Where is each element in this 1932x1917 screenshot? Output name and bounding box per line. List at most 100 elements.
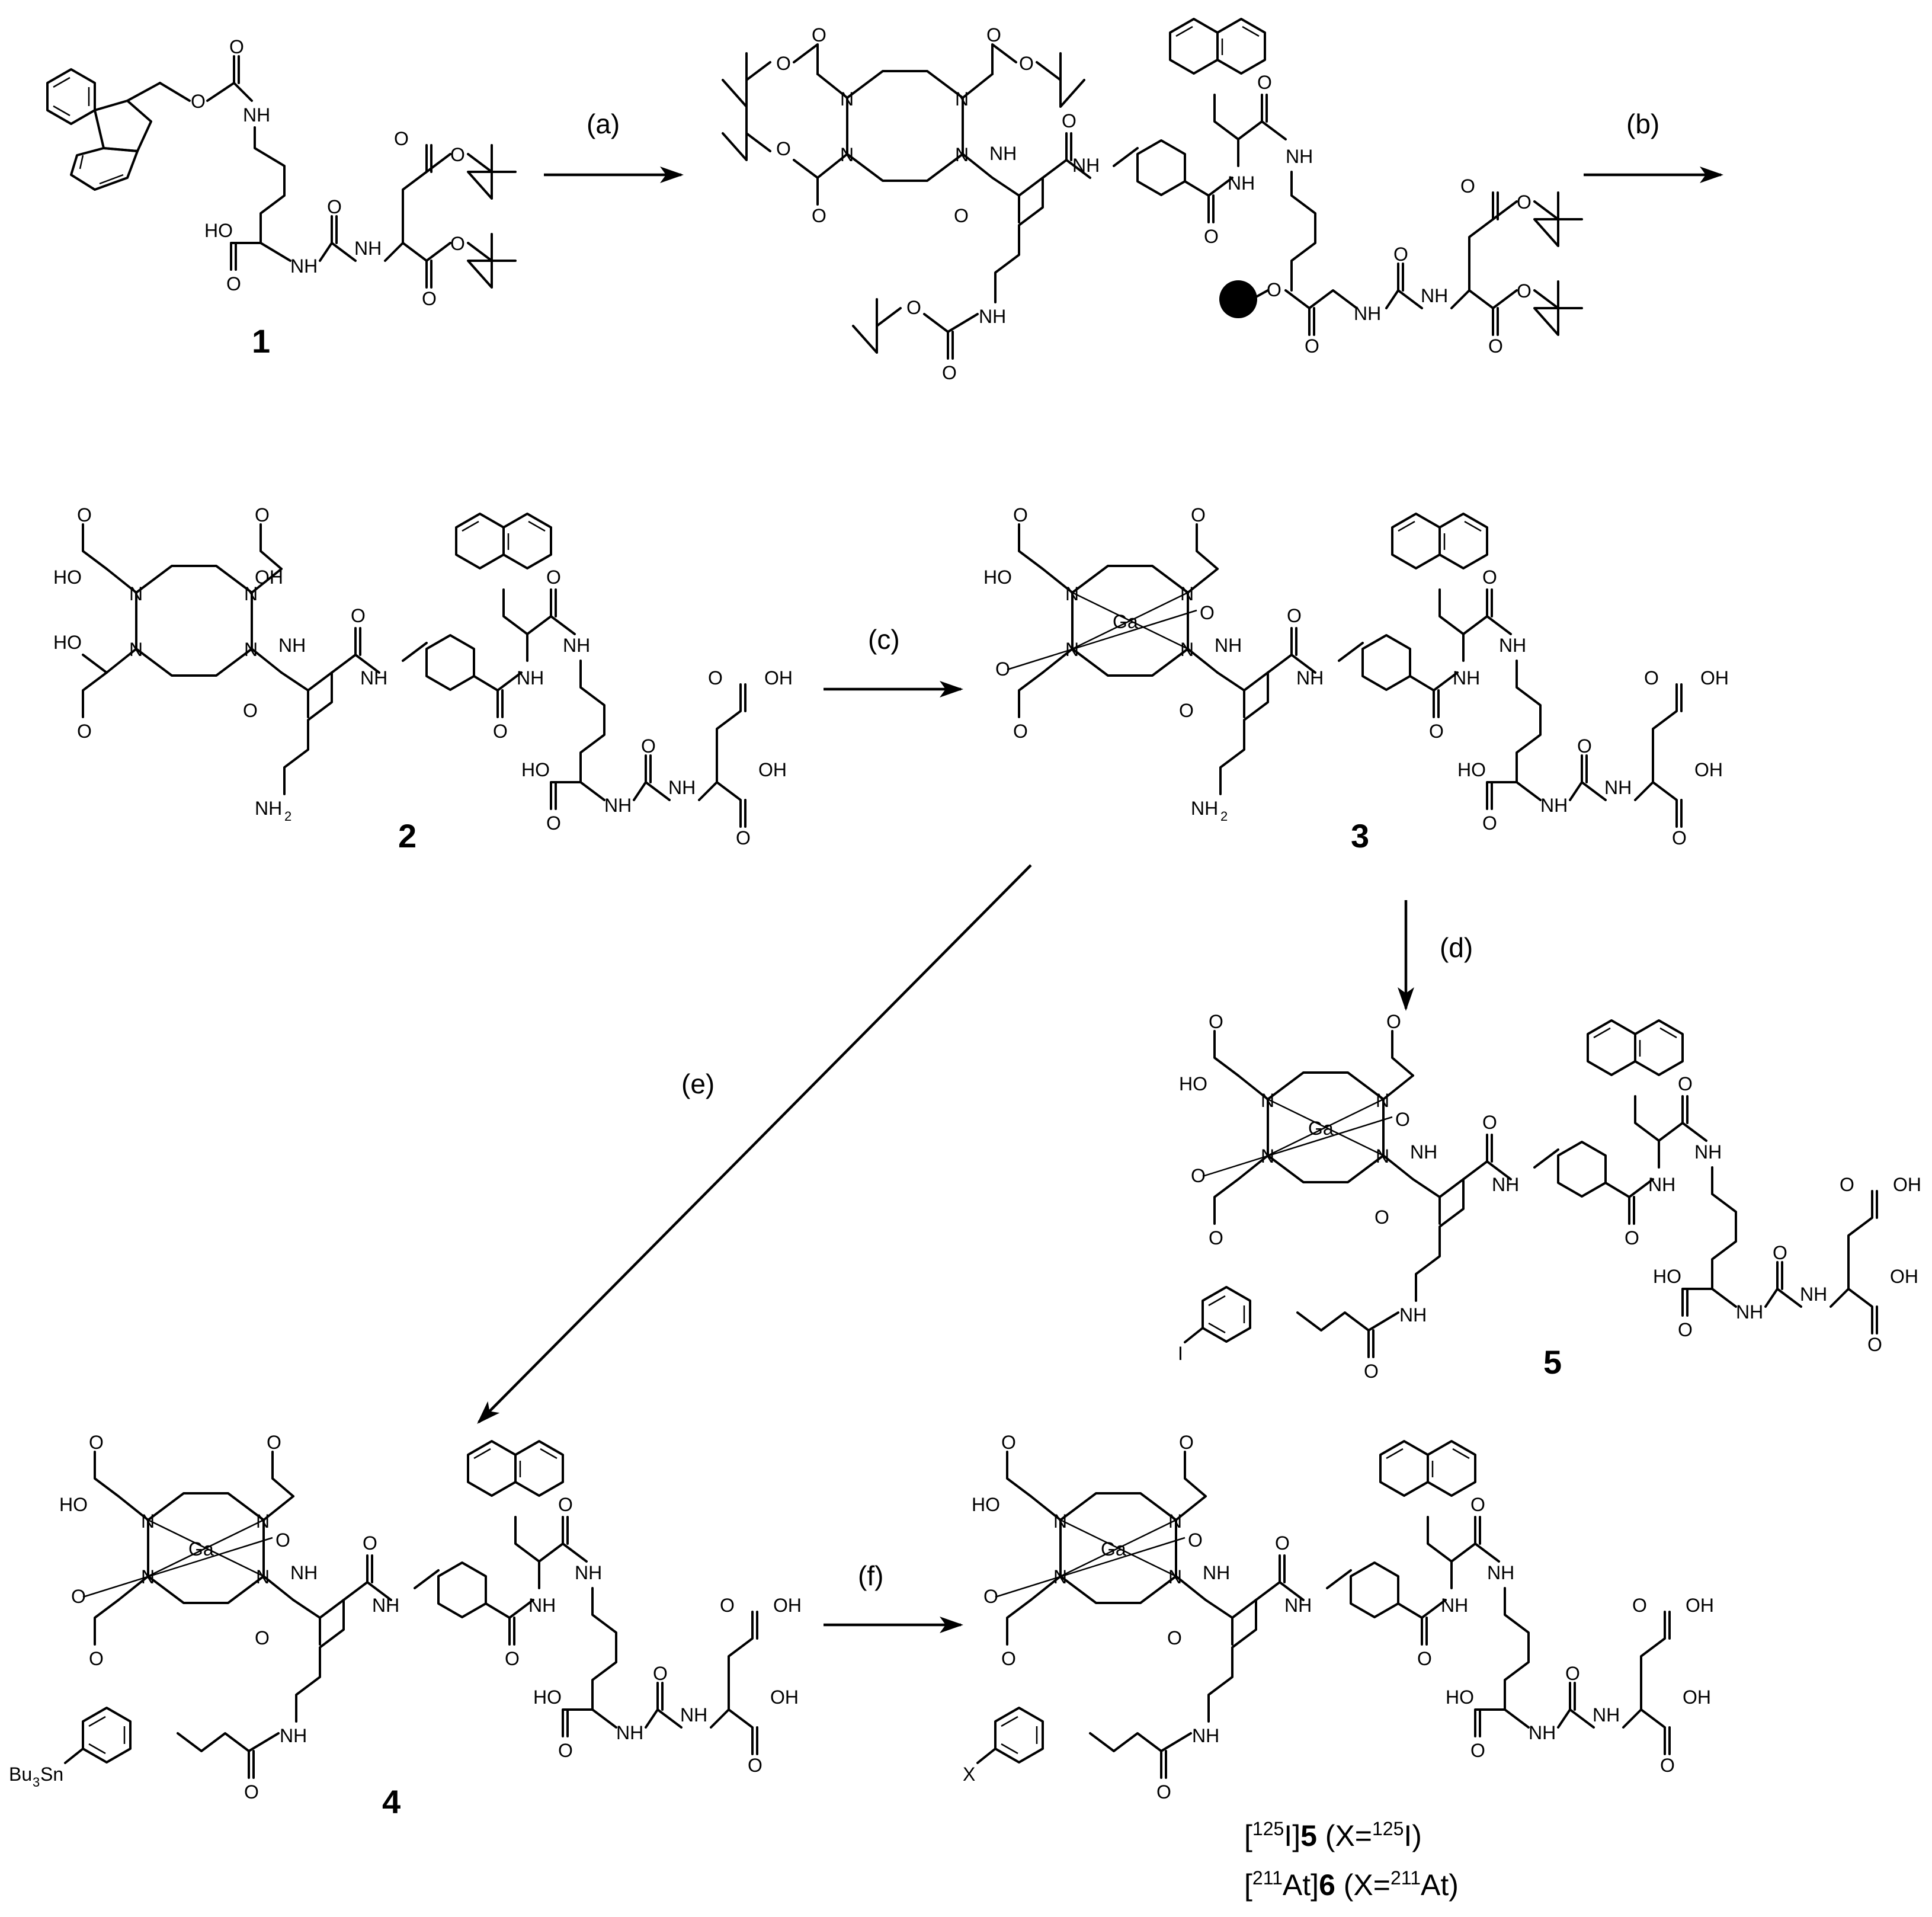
- atom-o: O: [394, 128, 409, 149]
- atom-nh: NH: [1800, 1284, 1827, 1305]
- atom-nh2-sub: 2: [284, 809, 291, 824]
- atom-nh: NH: [979, 306, 1006, 327]
- atom-n: N: [129, 583, 143, 604]
- atom-o: O: [1188, 1529, 1203, 1551]
- atom-o: O: [1013, 721, 1028, 742]
- caption-part: At): [1421, 1868, 1459, 1902]
- atom-nh: NH: [1694, 1141, 1722, 1163]
- compound-label-4: 4: [382, 1783, 401, 1820]
- atom-nh: NH: [360, 667, 387, 689]
- atom-o: O: [1204, 226, 1219, 247]
- atom-n: N: [1261, 1090, 1274, 1111]
- atom-o: O: [1417, 1648, 1432, 1669]
- atom-o: O: [776, 53, 791, 74]
- atom-o: O: [1470, 1494, 1485, 1515]
- atom-o: O: [1482, 812, 1497, 834]
- atom-o: O: [812, 24, 826, 46]
- atom-o: O: [422, 288, 437, 309]
- atom-oh: OH: [764, 667, 793, 689]
- atom-o: O: [641, 735, 656, 757]
- atom-nh: NH: [1529, 1722, 1556, 1743]
- atom-ho: HO: [59, 1494, 88, 1515]
- caption-part: I): [1404, 1819, 1422, 1852]
- atom-o: O: [1001, 1432, 1016, 1453]
- atom-o: O: [942, 362, 957, 383]
- atom-o: O: [505, 1648, 520, 1669]
- atom-o: O: [1460, 175, 1475, 197]
- caption-isotope: 125: [1372, 1818, 1404, 1839]
- step-label-c: (c): [868, 624, 900, 655]
- atom-nh: NH: [1736, 1301, 1763, 1323]
- caption-part: I]: [1284, 1819, 1300, 1852]
- atom-n: N: [1065, 583, 1079, 604]
- caption-part: [: [1244, 1819, 1252, 1852]
- atom-o: O: [653, 1663, 668, 1684]
- atom-o: O: [1644, 667, 1659, 689]
- step-label-e: (e): [681, 1068, 715, 1099]
- atom-nh: NH: [616, 1722, 643, 1743]
- atom-nh: NH: [517, 667, 544, 689]
- atom-o: O: [1867, 1334, 1882, 1355]
- atom-o: O: [1625, 1227, 1639, 1249]
- atom-oh: OH: [758, 759, 787, 780]
- atom-o: O: [1660, 1755, 1675, 1776]
- atom-ho: HO: [1179, 1073, 1207, 1094]
- atom-o: O: [748, 1755, 762, 1776]
- caption-part: At]: [1283, 1868, 1319, 1902]
- atom-o: O: [736, 827, 751, 849]
- atom-o: O: [1577, 735, 1592, 757]
- atom-o: O: [812, 205, 826, 226]
- atom-o: O: [1840, 1174, 1854, 1195]
- atom-nh: NH: [1203, 1562, 1230, 1583]
- atom-ho: HO: [521, 759, 550, 780]
- atom-o: O: [1386, 1011, 1401, 1032]
- atom-o: O: [1395, 1109, 1410, 1130]
- atom-nh: NH: [1192, 1725, 1219, 1746]
- atom-i: I: [1178, 1343, 1183, 1364]
- atom-o: O: [351, 605, 366, 626]
- atom-o: O: [1287, 605, 1302, 626]
- atom-o: O: [546, 812, 561, 834]
- atom-o: O: [1773, 1242, 1787, 1263]
- atom-nh: NH: [1284, 1595, 1312, 1616]
- atom-nh: NH: [1421, 285, 1448, 306]
- atom-oh: OH: [255, 567, 283, 588]
- compound-label-5: 5: [1543, 1343, 1562, 1381]
- compound-label-1: 1: [252, 322, 270, 360]
- atom-nh: NH: [1354, 303, 1381, 324]
- atom-o: O: [1305, 335, 1319, 357]
- atom-nh: NH: [1487, 1562, 1514, 1583]
- compound-label-2: 2: [398, 817, 416, 855]
- atom-o: O: [995, 658, 1010, 680]
- caption-part: (X=: [1317, 1819, 1372, 1852]
- atom-nh: NH: [1453, 667, 1480, 689]
- atom-o: O: [1488, 335, 1503, 357]
- caption-compound-number: 5: [1300, 1819, 1317, 1852]
- atom-o: O: [1200, 602, 1215, 623]
- atom-bu: Bu: [9, 1764, 32, 1785]
- step-label-f: (f): [858, 1560, 883, 1591]
- atom-o: O: [1209, 1227, 1223, 1249]
- atom-o: O: [1156, 1781, 1171, 1803]
- atom-nh: NH: [290, 1562, 318, 1583]
- atom-nh: NH: [680, 1704, 707, 1726]
- atom-o: O: [1001, 1648, 1016, 1669]
- atom-o: O: [255, 504, 270, 526]
- atom-n: N: [840, 144, 854, 165]
- atom-nh: NH: [1296, 667, 1324, 689]
- atom-o: O: [89, 1432, 104, 1453]
- atom-ho: HO: [53, 632, 82, 653]
- atom-nh2: NH: [255, 798, 282, 819]
- atom-nh: NH: [1215, 635, 1242, 656]
- atom-ho: HO: [972, 1494, 1000, 1515]
- atom-nh: NH: [290, 255, 318, 277]
- atom-n: N: [244, 583, 258, 604]
- atom-oh: OH: [1694, 759, 1723, 780]
- atom-ho: HO: [1446, 1686, 1474, 1708]
- atom-nh: NH: [278, 635, 306, 656]
- atom-o: O: [1393, 244, 1408, 265]
- atom-ho: HO: [1457, 759, 1486, 780]
- atom-o: O: [1209, 1011, 1223, 1032]
- atom-nh: NH: [1499, 635, 1526, 656]
- atom-o: O: [1678, 1319, 1693, 1340]
